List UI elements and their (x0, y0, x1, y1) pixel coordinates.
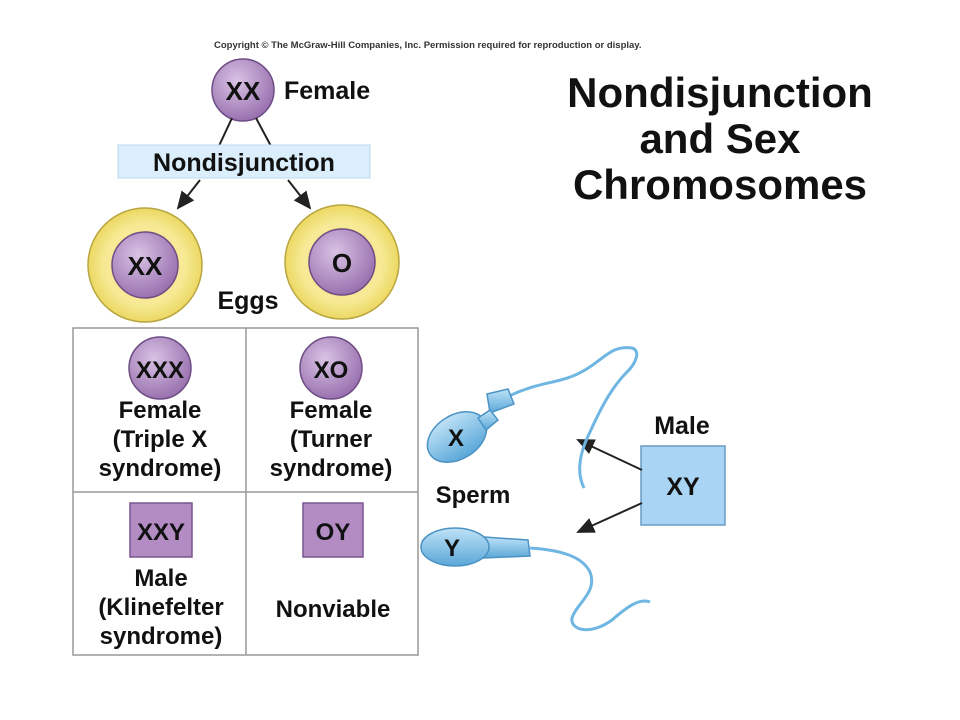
cell-turner: XO Female (Turner syndrome) (270, 336, 393, 482)
karyotype-xxy: XXY (137, 519, 185, 546)
karyotype-xo: XO (314, 357, 349, 384)
male-chromosomes: XY (666, 473, 700, 501)
sperm-x: X (426, 346, 639, 489)
title-line-3: Chromosomes (572, 161, 868, 208)
egg-right: O (284, 204, 400, 320)
sperm-y-label: Y (444, 535, 460, 562)
turner-line2: (Turner (290, 426, 372, 453)
copyright-notice: Copyright © The McGraw-Hill Companies, I… (214, 40, 642, 51)
sperm-y: Y (420, 527, 651, 632)
klinefelter-line3: syndrome) (100, 623, 223, 650)
cell-klinefelter: XXY Male (Klinefelter syndrome) (98, 502, 224, 650)
process-label-box (117, 144, 371, 179)
klinefelter-line1: Male (134, 565, 187, 592)
sperm-label: Sperm (436, 482, 511, 509)
parent-line-right (255, 117, 273, 149)
arrow-to-egg-right (287, 179, 312, 210)
klinefelter-line2: (Klinefelter (98, 594, 223, 621)
egg-right-chromosomes: O (332, 248, 352, 278)
title-line-2: and Sex (639, 115, 801, 162)
triple-x-line2: (Triple X (113, 426, 208, 453)
cell-triple-x: XXX Female (Triple X syndrome) (99, 336, 222, 482)
slide-title: Nondisjunction and Sex Chromosomes (520, 70, 920, 208)
arrow-to-sperm-y (576, 502, 643, 533)
nonviable-label: Nonviable (276, 596, 391, 623)
parent-female-cell: XX (211, 58, 275, 122)
triple-x-line3: syndrome) (99, 455, 222, 482)
title-line-1: Nondisjunction (567, 69, 873, 116)
eggs-label: Eggs (217, 287, 278, 315)
karyotype-xxx: XXX (136, 357, 184, 384)
arrow-to-sperm-x (576, 439, 643, 471)
egg-left-chromosomes: XX (128, 251, 163, 281)
male-cell: XY (640, 445, 726, 526)
arrow-to-egg-left (176, 179, 201, 210)
parent-chromosomes: XX (226, 76, 261, 106)
sperm-x-label: X (448, 425, 464, 452)
turner-line3: syndrome) (270, 455, 393, 482)
karyotype-oy: OY (316, 519, 351, 546)
turner-line1: Female (290, 397, 373, 424)
parent-label: Female (284, 77, 370, 105)
cell-nonviable: OY Nonviable (276, 502, 391, 623)
parent-line-left (217, 117, 233, 149)
egg-left: XX (87, 207, 203, 323)
triple-x-line1: Female (119, 397, 202, 424)
offspring-grid (72, 327, 419, 656)
male-label: Male (654, 412, 710, 440)
process-label: Nondisjunction (153, 149, 335, 177)
